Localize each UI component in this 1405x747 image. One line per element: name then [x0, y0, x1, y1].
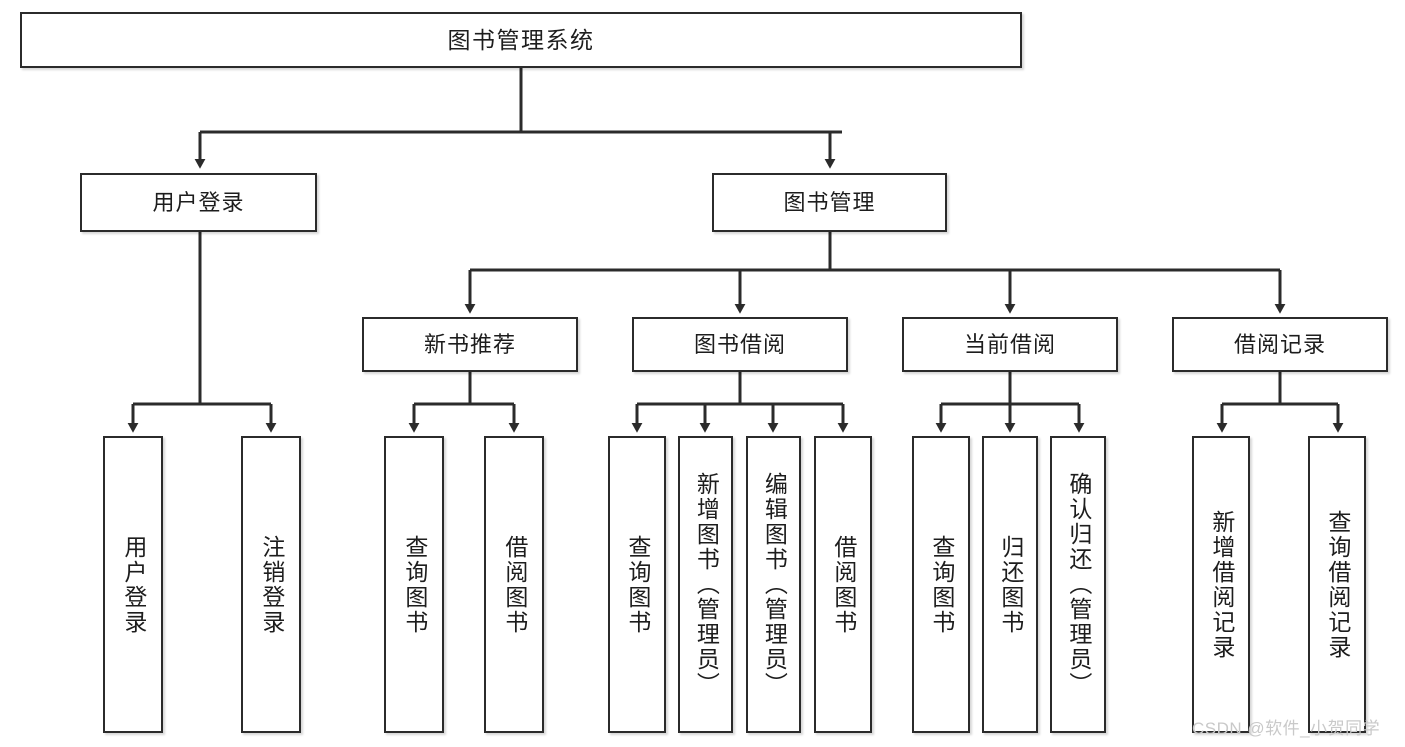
node-label: 查询借阅记录 — [1324, 509, 1351, 660]
node-leaf-user-login[interactable]: 用户登录 — [103, 436, 163, 733]
node-label: 当前借阅 — [963, 331, 1056, 357]
node-label: 用户登录 — [120, 534, 147, 635]
node-label: 新书推荐 — [423, 331, 516, 357]
node-label: 借阅图书 — [501, 534, 528, 635]
node-label: 查询图书 — [624, 534, 651, 635]
node-root-system[interactable]: 图书管理系统 — [20, 12, 1022, 68]
node-label: 新增借阅记录 — [1208, 509, 1235, 660]
node-leaf-logout[interactable]: 注销登录 — [241, 436, 301, 733]
node-label: 注销登录 — [258, 534, 285, 635]
node-leaf-confirm-return-admin[interactable]: 确认归还（管理员） — [1050, 436, 1106, 733]
node-book-management[interactable]: 图书管理 — [712, 173, 947, 232]
node-borrow-record[interactable]: 借阅记录 — [1172, 317, 1388, 372]
node-label: 借阅图书 — [830, 534, 857, 635]
node-label: 归还图书 — [997, 534, 1024, 635]
node-leaf-query-book[interactable]: 查询图书 — [608, 436, 666, 733]
node-leaf-edit-book-admin[interactable]: 编辑图书（管理员） — [746, 436, 801, 733]
node-leaf-add-book-admin[interactable]: 新增图书（管理员） — [678, 436, 733, 733]
node-label: 图书管理系统 — [447, 26, 595, 53]
node-label: 图书借阅 — [693, 331, 786, 357]
node-label: 编辑图书（管理员） — [761, 472, 788, 697]
node-label: 借阅记录 — [1233, 331, 1326, 357]
node-label: 用户登录 — [152, 189, 245, 215]
node-leaf-borrow-book-recommend[interactable]: 借阅图书 — [484, 436, 544, 733]
node-current-borrow[interactable]: 当前借阅 — [902, 317, 1118, 372]
node-leaf-query-book-recommend[interactable]: 查询图书 — [384, 436, 444, 733]
node-user-login[interactable]: 用户登录 — [80, 173, 317, 232]
node-book-borrow[interactable]: 图书借阅 — [632, 317, 848, 372]
node-leaf-borrow-book[interactable]: 借阅图书 — [814, 436, 872, 733]
node-label: 查询图书 — [928, 534, 955, 635]
node-label: 图书管理 — [783, 189, 876, 215]
node-leaf-query-borrow-record[interactable]: 查询借阅记录 — [1308, 436, 1366, 733]
node-label: 新增图书（管理员） — [693, 472, 720, 697]
node-leaf-return-book[interactable]: 归还图书 — [982, 436, 1038, 733]
node-leaf-add-borrow-record[interactable]: 新增借阅记录 — [1192, 436, 1250, 733]
node-label: 确认归还（管理员） — [1065, 472, 1092, 697]
node-new-book-recommend[interactable]: 新书推荐 — [362, 317, 578, 372]
node-leaf-query-book-current[interactable]: 查询图书 — [912, 436, 970, 733]
node-label: 查询图书 — [401, 534, 428, 635]
watermark-csdn: CSDN @软件_小贺同学 — [1192, 719, 1381, 738]
